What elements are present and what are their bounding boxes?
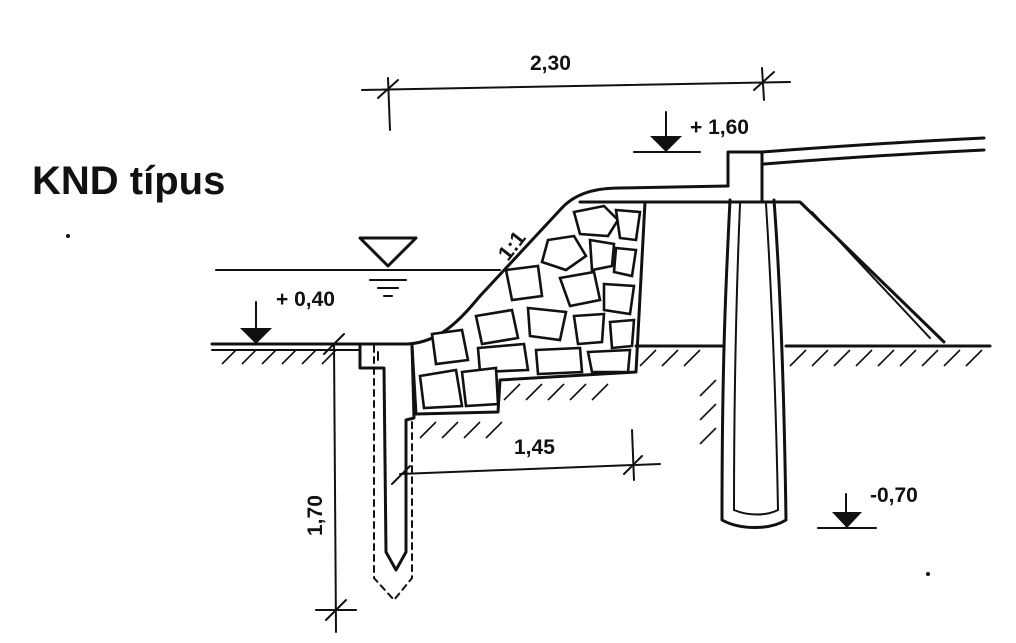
level-crest-label: + 1,60 xyxy=(690,116,749,139)
slope-ratio-label: 1:1 xyxy=(494,227,531,265)
dike-outline xyxy=(338,184,730,346)
level-marker-crest: + 1,60 xyxy=(633,111,749,153)
level-marker-pile-bottom: -0,70 xyxy=(817,484,918,529)
diagram-title: KND típus xyxy=(32,159,225,203)
riprap-rock-fill xyxy=(410,200,647,416)
level-ground-label: + 0,40 xyxy=(276,288,335,311)
dimension-bottom-width: 1,45 xyxy=(391,429,661,485)
ground-hatching-left xyxy=(221,349,337,365)
dimension-pile-depth: 1,70 xyxy=(304,333,357,633)
dimension-top-width-label: 2,30 xyxy=(530,52,571,75)
ground-hatching-middle xyxy=(419,379,717,445)
level-marker-ground: + 0,40 xyxy=(240,288,335,344)
level-pile-bottom-label: -0,70 xyxy=(870,484,918,507)
crest-cap xyxy=(726,150,764,202)
dimension-top-width: 2,30 xyxy=(361,52,791,131)
sheet-pile xyxy=(358,342,416,602)
concrete-core-wall xyxy=(720,198,788,529)
ground-hatching-right xyxy=(639,349,983,367)
dimension-bottom-width-label: 1,45 xyxy=(514,436,555,459)
dimension-pile-depth-label: 1,70 xyxy=(304,495,327,536)
water-level-symbol xyxy=(215,236,501,297)
